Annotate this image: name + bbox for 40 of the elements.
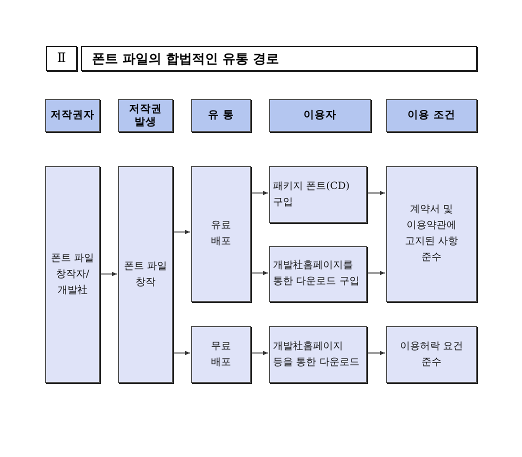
header-box: [386, 99, 477, 132]
header-label: 이용자: [304, 109, 336, 122]
arrow: [368, 190, 386, 196]
process-box: [386, 166, 477, 302]
header-label: 이용 조건: [408, 109, 456, 122]
process-box: [386, 326, 477, 383]
section-title: 폰트 파일의 합법적인 유통 경로: [81, 46, 477, 71]
arrow: [252, 350, 268, 356]
arrow: [368, 270, 386, 276]
arrow: [368, 350, 386, 356]
header-box: [191, 99, 251, 132]
arrow: [174, 230, 190, 234]
process-box: [191, 326, 251, 383]
header-box: [118, 99, 173, 132]
process-label: 폰트 파일 창작자/ 개발社: [50, 252, 96, 298]
process-label: 폰트 파일 창작: [122, 260, 168, 290]
header-box: [45, 99, 100, 132]
arrow: [252, 270, 268, 276]
arrow: [174, 350, 190, 356]
header-label: 저작권자: [50, 109, 94, 122]
header-box: [269, 99, 371, 132]
process-label: 개발社홈페이지를 통한 다운로드 구입: [273, 258, 360, 289]
process-box: [45, 166, 100, 383]
header-label: 저작권 발생: [128, 102, 163, 128]
process-box: [269, 246, 367, 302]
process-label: 유료 배포: [210, 219, 232, 249]
process-label: 이용허락 요건 준수: [398, 340, 464, 370]
process-box: [269, 166, 367, 223]
process-label: 개발社홈페이지 등을 통한 다운로드: [273, 340, 360, 370]
section-number: Ⅱ: [57, 51, 66, 66]
process-box: [269, 326, 367, 383]
process-label: 무료 배포: [210, 340, 232, 370]
process-box: [191, 166, 251, 302]
process-label: 계약서 및 이용약관에 고지된 사항 준수: [404, 203, 460, 265]
arrow: [100, 272, 118, 276]
process-box: [118, 166, 173, 383]
header-label: 유 통: [208, 109, 234, 122]
arrow: [252, 190, 268, 196]
section-number-box: [46, 46, 77, 71]
process-label: 패키지 폰트(CD) 구입: [273, 180, 351, 210]
